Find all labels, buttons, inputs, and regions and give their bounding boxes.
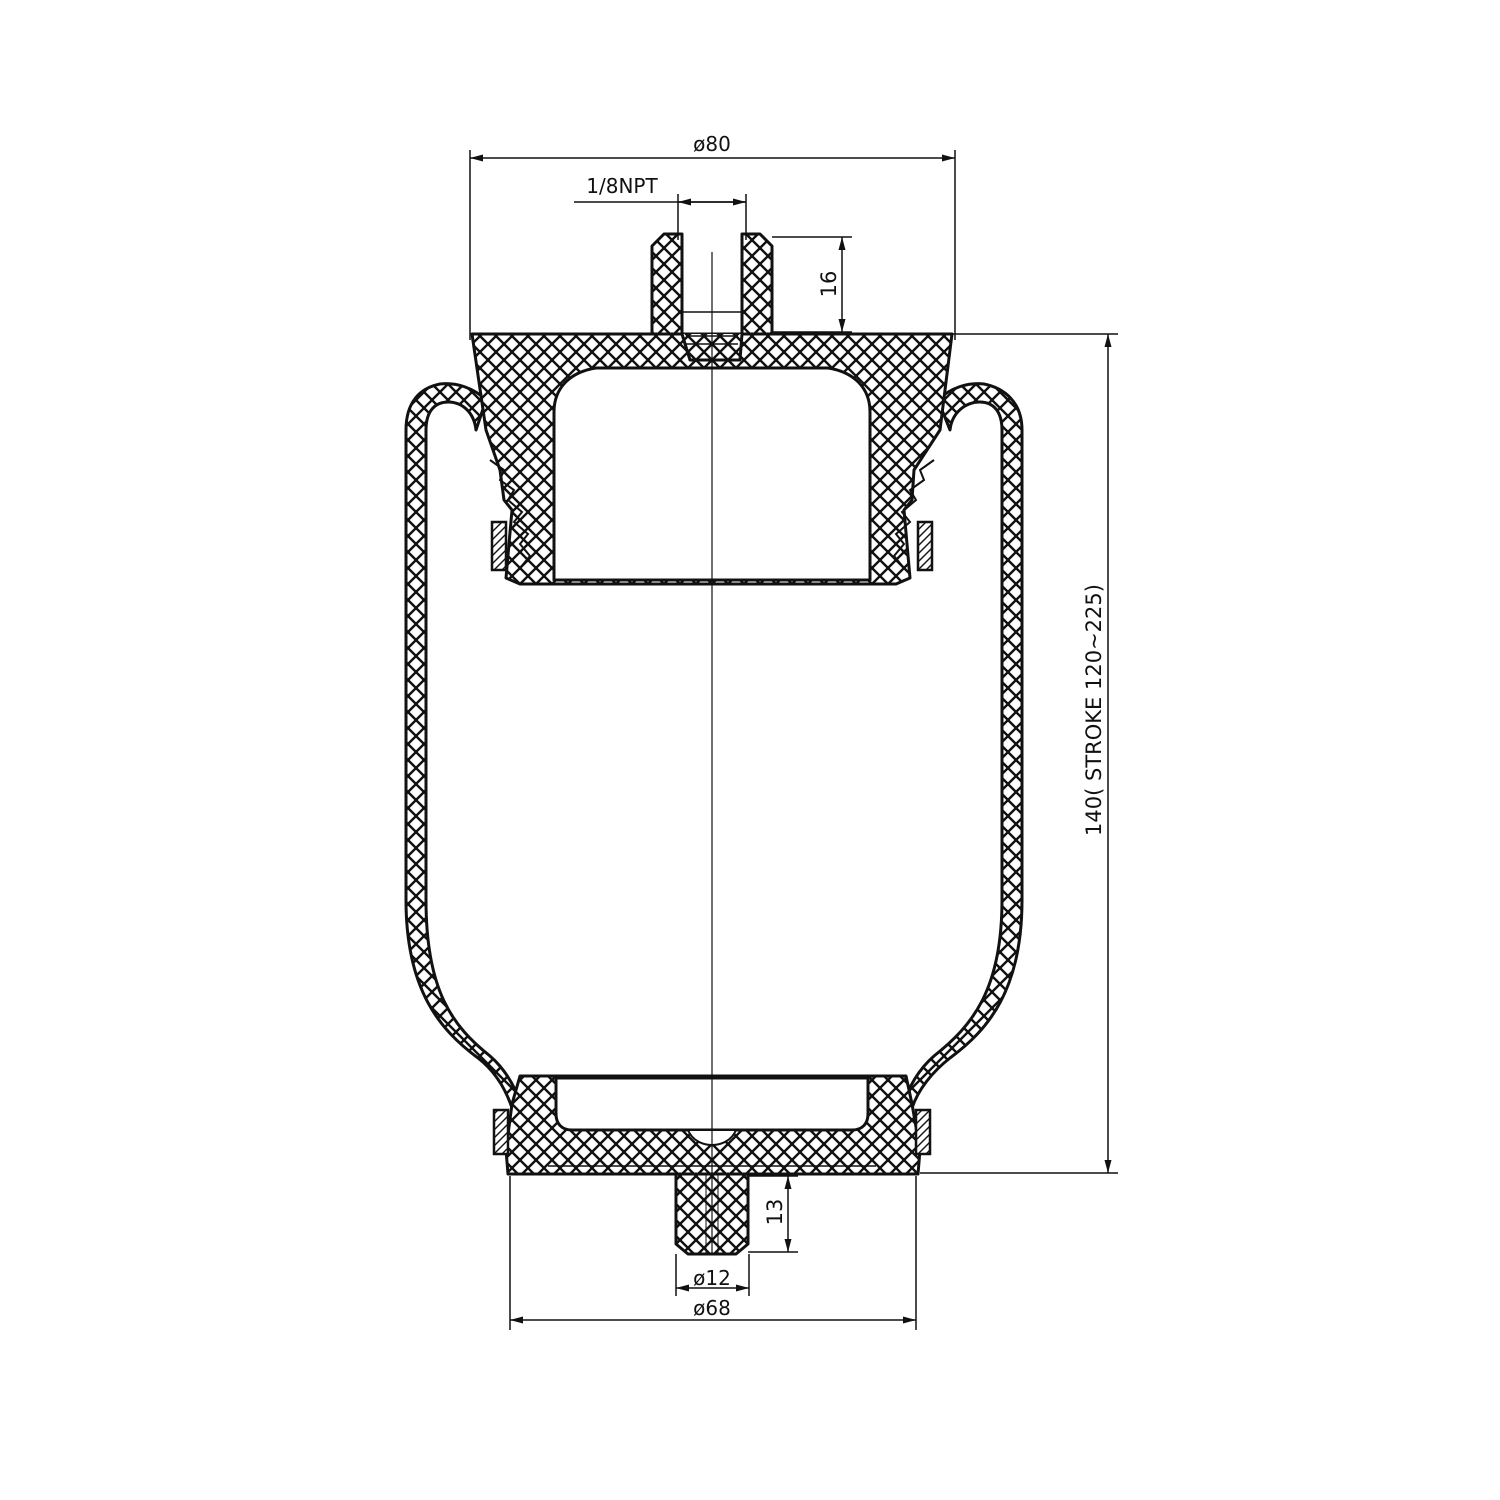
dimension-stud-length: 13 xyxy=(748,1175,798,1253)
dimension-port-height: 16 xyxy=(772,236,852,333)
bottom-diameter-label: ø68 xyxy=(693,1296,731,1320)
top-port-left-boss xyxy=(650,232,684,336)
top-diameter-label: ø80 xyxy=(693,132,731,156)
lower-crimp-rings xyxy=(492,1108,932,1156)
stud-length-label: 13 xyxy=(763,1199,787,1226)
port-thread-label: 1/8NPT xyxy=(586,174,658,198)
bottom-piston xyxy=(504,1074,922,1256)
dimension-port-thread: 1/8NPT xyxy=(574,174,747,240)
stud-diameter-label: ø12 xyxy=(693,1266,731,1290)
lower-right-crimp-ring xyxy=(914,1108,932,1156)
bellows-membrane xyxy=(404,382,1024,1110)
upper-crimp-rings xyxy=(489,459,935,572)
upper-right-crimp-ring xyxy=(916,520,934,572)
dimension-overall-height: 140( STROKE 120~225) xyxy=(920,333,1118,1174)
top-port-right-boss xyxy=(740,232,774,336)
dimension-bottom-diameter: ø68 xyxy=(509,1176,917,1330)
bottom-piston-body xyxy=(504,1074,922,1176)
bellows-right-wall xyxy=(900,382,1024,1110)
upper-left-crimp-ring xyxy=(490,520,508,572)
lower-left-crimp-ring xyxy=(492,1108,510,1156)
port-height-label: 16 xyxy=(817,271,841,298)
dimension-top-diameter: ø80 xyxy=(469,132,956,340)
overall-height-label: 140( STROKE 120~225) xyxy=(1082,584,1106,836)
dimension-stud-diameter: ø12 xyxy=(675,1254,750,1296)
